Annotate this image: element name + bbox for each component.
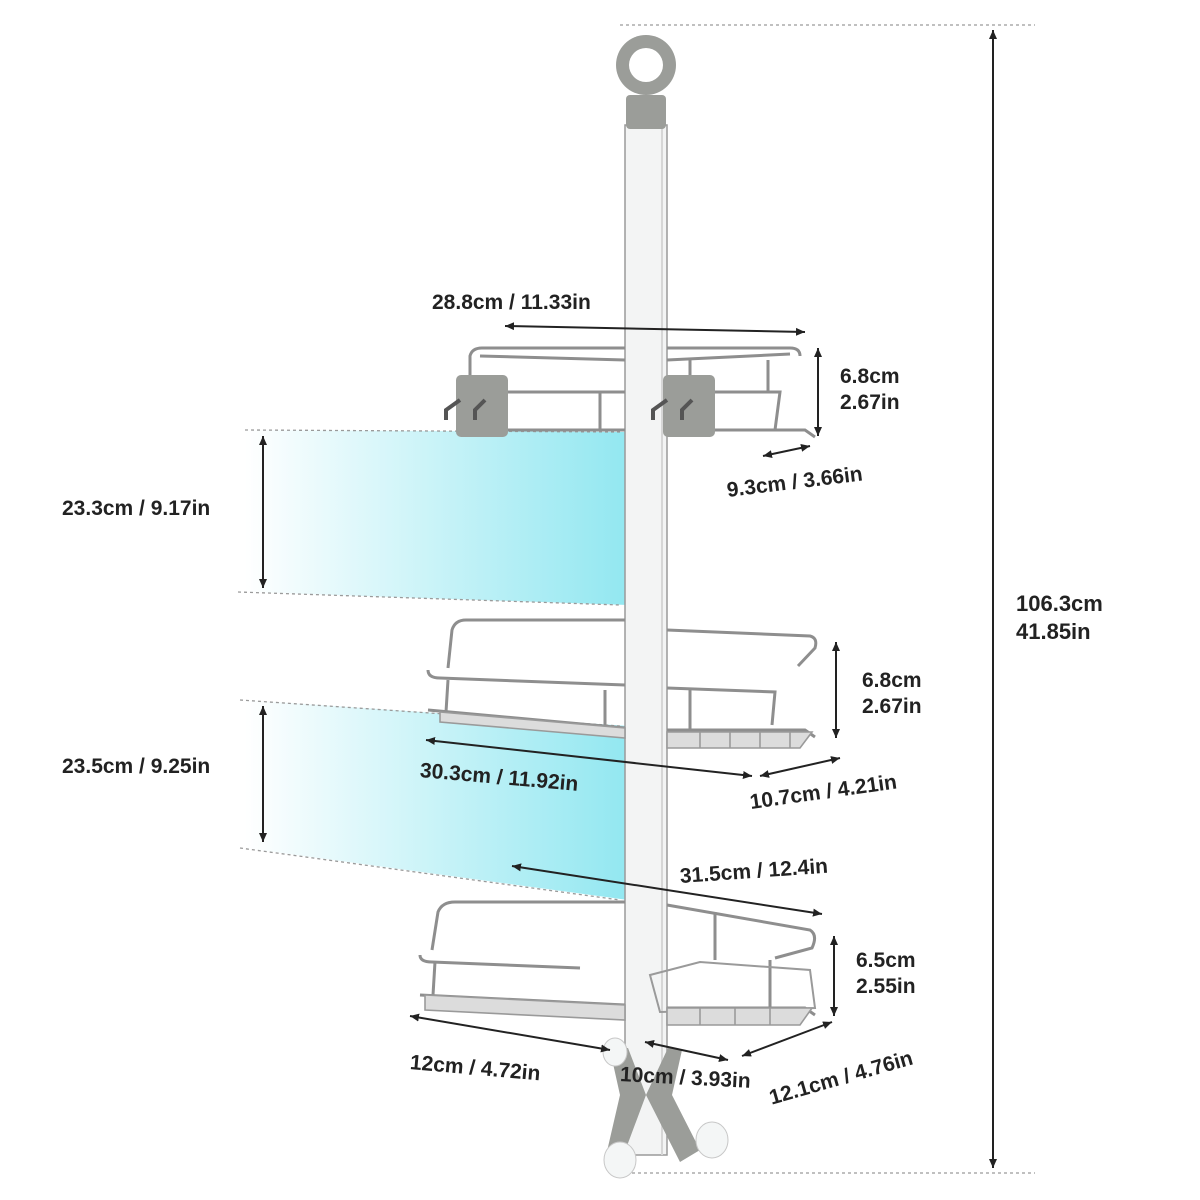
- bottom-height-label: 6.5cm 2.55in: [856, 948, 916, 1001]
- hook-icon: [444, 375, 715, 437]
- hanger-ring-icon: [616, 35, 676, 129]
- middle-height-in: 2.67in: [862, 695, 922, 719]
- top-height-label: 6.8cm 2.67in: [840, 364, 900, 417]
- lower-gap-label: 23.5cm / 9.25in: [62, 755, 211, 778]
- top-height-in: 2.67in: [840, 391, 900, 415]
- pole: [624, 124, 668, 1156]
- bottom-shelf-grate: [424, 994, 814, 1026]
- overall-height-cm: 106.3cm: [1016, 591, 1103, 616]
- middle-height-label: 6.8cm 2.67in: [862, 668, 922, 721]
- overall-height-in: 41.85in: [1016, 618, 1091, 644]
- upper-gap-label: 23.3cm / 9.17in: [62, 497, 211, 520]
- top-width-label: 28.8cm / 11.33in: [432, 291, 591, 314]
- suction-cup-icon: [602, 1037, 729, 1179]
- bottom-height-in: 2.55in: [856, 975, 916, 999]
- dimension-lines: [259, 30, 997, 1168]
- bottom-height-cm: 6.5cm: [856, 949, 916, 972]
- upper-gap-highlight: [245, 430, 628, 605]
- overall-height-label: 106.3cm 41.85in: [1016, 590, 1103, 645]
- middle-height-cm: 6.8cm: [862, 669, 922, 692]
- top-height-cm: 6.8cm: [840, 365, 900, 388]
